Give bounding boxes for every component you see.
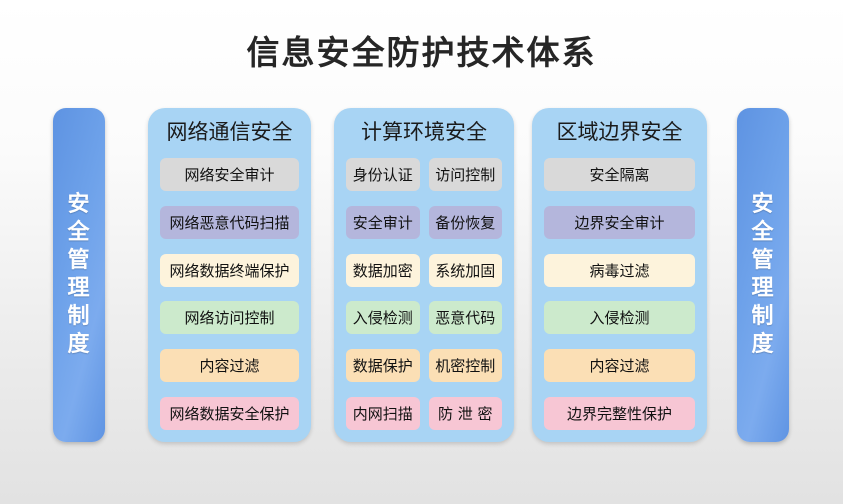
panel-2-title: 计算环境安全: [361, 120, 487, 144]
chip-item[interactable]: 防 泄 密: [428, 396, 502, 430]
chip-row: 网络安全审计: [160, 158, 299, 191]
panel-computing-environment-security[interactable]: 计算环境安全 身份认证 访问控制 安全审计 备份恢复 数据加密 系统加固 入侵检…: [334, 108, 514, 442]
chip-row: 数据保护 机密控制: [346, 349, 502, 383]
chip-item[interactable]: 边界完整性保护: [544, 396, 695, 430]
chip-row: 边界完整性保护: [544, 396, 695, 430]
chip-row: 入侵检测: [544, 301, 695, 335]
chip-row: 边界安全审计: [544, 205, 695, 239]
chip-row: 病毒过滤: [544, 253, 695, 287]
chip-row: 网络恶意代码扫描: [160, 205, 299, 239]
pillar-left-label: 安全管理制度: [67, 191, 91, 358]
diagram-board: 安全管理制度 网络通信安全 网络安全审计 网络恶意代码扫描 网络数据终端保护 网…: [0, 108, 843, 444]
chip-item[interactable]: 边界安全审计: [544, 205, 695, 239]
panel-3-title: 区域边界安全: [556, 120, 683, 144]
pillar-right-label: 安全管理制度: [751, 191, 775, 358]
chip-item[interactable]: 入侵检测: [544, 301, 695, 335]
chip-item[interactable]: 网络数据终端保护: [160, 253, 299, 287]
pillar-security-management-right[interactable]: 安全管理制度: [737, 108, 789, 442]
chip-row: 身份认证 访问控制: [346, 158, 502, 191]
pillar-security-management-left[interactable]: 安全管理制度: [53, 108, 105, 442]
chip-row: 数据加密 系统加固: [346, 253, 502, 287]
chip-row: 网络数据安全保护: [160, 396, 299, 430]
chip-item[interactable]: 机密控制: [428, 349, 502, 383]
chip-item[interactable]: 网络访问控制: [160, 301, 299, 335]
chip-item[interactable]: 内网扫描: [346, 396, 420, 430]
chip-item[interactable]: 网络恶意代码扫描: [160, 205, 299, 239]
chip-item[interactable]: 备份恢复: [428, 205, 502, 239]
chip-row: 入侵检测 恶意代码: [346, 301, 502, 335]
panel-3-chip-area: 安全隔离 边界安全审计 病毒过滤 入侵检测 内容过滤 边界完整性保护: [544, 158, 695, 432]
panel-network-communication-security[interactable]: 网络通信安全 网络安全审计 网络恶意代码扫描 网络数据终端保护 网络访问控制 内…: [148, 108, 311, 442]
panel-2-chip-area: 身份认证 访问控制 安全审计 备份恢复 数据加密 系统加固 入侵检测 恶意代码 …: [346, 158, 502, 432]
chip-row: 网络数据终端保护: [160, 253, 299, 287]
chip-row: 内容过滤: [160, 349, 299, 383]
chip-item[interactable]: 身份认证: [346, 158, 420, 191]
page-title: 信息安全防护技术体系: [246, 33, 597, 72]
panel-1-title: 网络通信安全: [166, 120, 293, 144]
chip-item[interactable]: 访问控制: [428, 158, 502, 191]
panel-1-chip-area: 网络安全审计 网络恶意代码扫描 网络数据终端保护 网络访问控制 内容过滤 网络数…: [160, 158, 299, 432]
chip-item[interactable]: 数据保护: [346, 349, 420, 383]
chip-row: 内网扫描 防 泄 密: [346, 396, 502, 430]
chip-item[interactable]: 网络安全审计: [160, 158, 299, 191]
chip-item[interactable]: 安全审计: [346, 205, 420, 239]
chip-row: 安全审计 备份恢复: [346, 205, 502, 239]
chip-item[interactable]: 安全隔离: [544, 158, 695, 191]
chip-item[interactable]: 恶意代码: [428, 301, 502, 335]
chip-row: 安全隔离: [544, 158, 695, 191]
chip-item[interactable]: 内容过滤: [544, 349, 695, 383]
chip-item[interactable]: 系统加固: [428, 253, 502, 287]
chip-item[interactable]: 数据加密: [346, 253, 420, 287]
chip-item[interactable]: 病毒过滤: [544, 253, 695, 287]
chip-item[interactable]: 网络数据安全保护: [160, 396, 299, 430]
chip-row: 网络访问控制: [160, 301, 299, 335]
chip-item[interactable]: 内容过滤: [160, 349, 299, 383]
panel-zone-boundary-security[interactable]: 区域边界安全 安全隔离 边界安全审计 病毒过滤 入侵检测 内容过滤 边界完整性保…: [532, 108, 707, 442]
chip-item[interactable]: 入侵检测: [346, 301, 420, 335]
chip-row: 内容过滤: [544, 349, 695, 383]
